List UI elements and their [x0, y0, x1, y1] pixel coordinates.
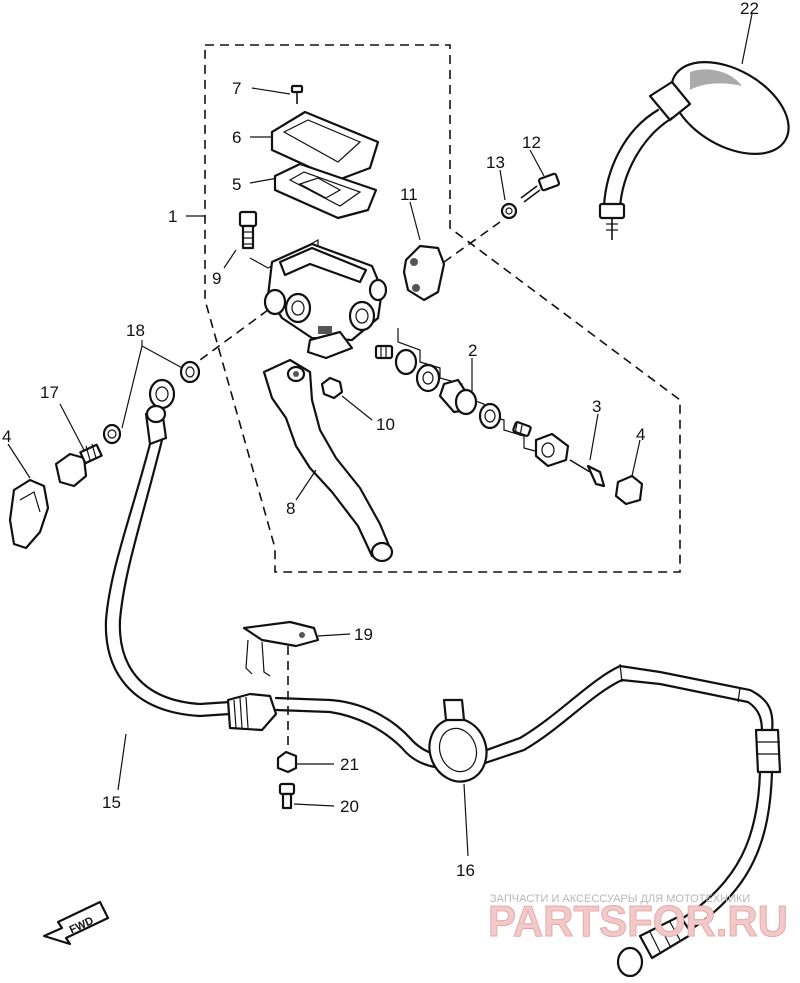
- callout-16: 16: [456, 861, 475, 880]
- nut-21: [276, 750, 334, 774]
- callout-6: 6: [232, 128, 241, 147]
- callout-12: 12: [522, 133, 541, 152]
- callout-10: 10: [376, 415, 395, 434]
- clutch-lever-8: [262, 358, 394, 563]
- callout-19: 19: [354, 625, 373, 644]
- bracket-11: [402, 201, 501, 302]
- callout-13: 13: [486, 153, 505, 172]
- callout-22: 22: [740, 0, 759, 18]
- clutch-pipe: [274, 663, 782, 978]
- reservoir-cap-6: [250, 110, 380, 182]
- callout-4-left: 4: [2, 427, 11, 446]
- master-cylinder-body: [249, 238, 388, 360]
- callout-11: 11: [400, 185, 418, 204]
- callout-labels: 1 2 3 4 4 5 6 7 8 9 10 11 12 13 15 16 17…: [2, 0, 759, 880]
- bolt-9: [223, 210, 258, 269]
- mirror-22: [598, 13, 790, 240]
- callout-1: 1: [168, 207, 177, 226]
- callout-5: 5: [232, 175, 241, 194]
- callout-3: 3: [592, 397, 601, 416]
- watermark-brand: PARTSFOR.RU: [488, 897, 788, 946]
- union-bolt-17: [54, 403, 103, 488]
- callout-20: 20: [340, 797, 359, 816]
- arrow-left-down-icon: [42, 900, 110, 946]
- diaphragm-5: [249, 162, 378, 220]
- bolt-12: [520, 149, 561, 203]
- push-rod-3: [569, 413, 606, 488]
- assembly-outline: [204, 44, 681, 573]
- nut-10: [320, 376, 373, 421]
- screw-7: [251, 84, 304, 104]
- callout-4-right: 4: [636, 425, 645, 444]
- callout-17: 17: [40, 383, 59, 402]
- clutch-hose-15: [104, 378, 278, 791]
- hose-clamp-16: [428, 698, 488, 857]
- boot-4-left: [7, 443, 50, 550]
- callout-15: 15: [102, 793, 121, 812]
- boot-4-right: [614, 439, 644, 506]
- callout-21: 21: [340, 755, 359, 774]
- washer-13: [499, 169, 518, 220]
- hose-guide-19: [242, 620, 351, 746]
- callout-9: 9: [212, 269, 221, 288]
- callout-8: 8: [286, 499, 295, 518]
- callout-7: 7: [232, 79, 241, 98]
- fwd-direction-marker: FWD: [42, 900, 110, 946]
- watermark-caption: ЗАПЧАСТИ И АКСЕССУАРЫ ДЛЯ МОТОТЕХНИКИ: [490, 893, 750, 905]
- watermark: ЗАПЧАСТИ И АКСЕССУАРЫ ДЛЯ МОТОТЕХНИКИ PA…: [488, 893, 789, 947]
- washer-18: [102, 340, 201, 445]
- bolt-20: [278, 782, 335, 810]
- callout-18: 18: [126, 321, 145, 340]
- piston-kit: [374, 344, 570, 468]
- callout-2: 2: [468, 341, 477, 360]
